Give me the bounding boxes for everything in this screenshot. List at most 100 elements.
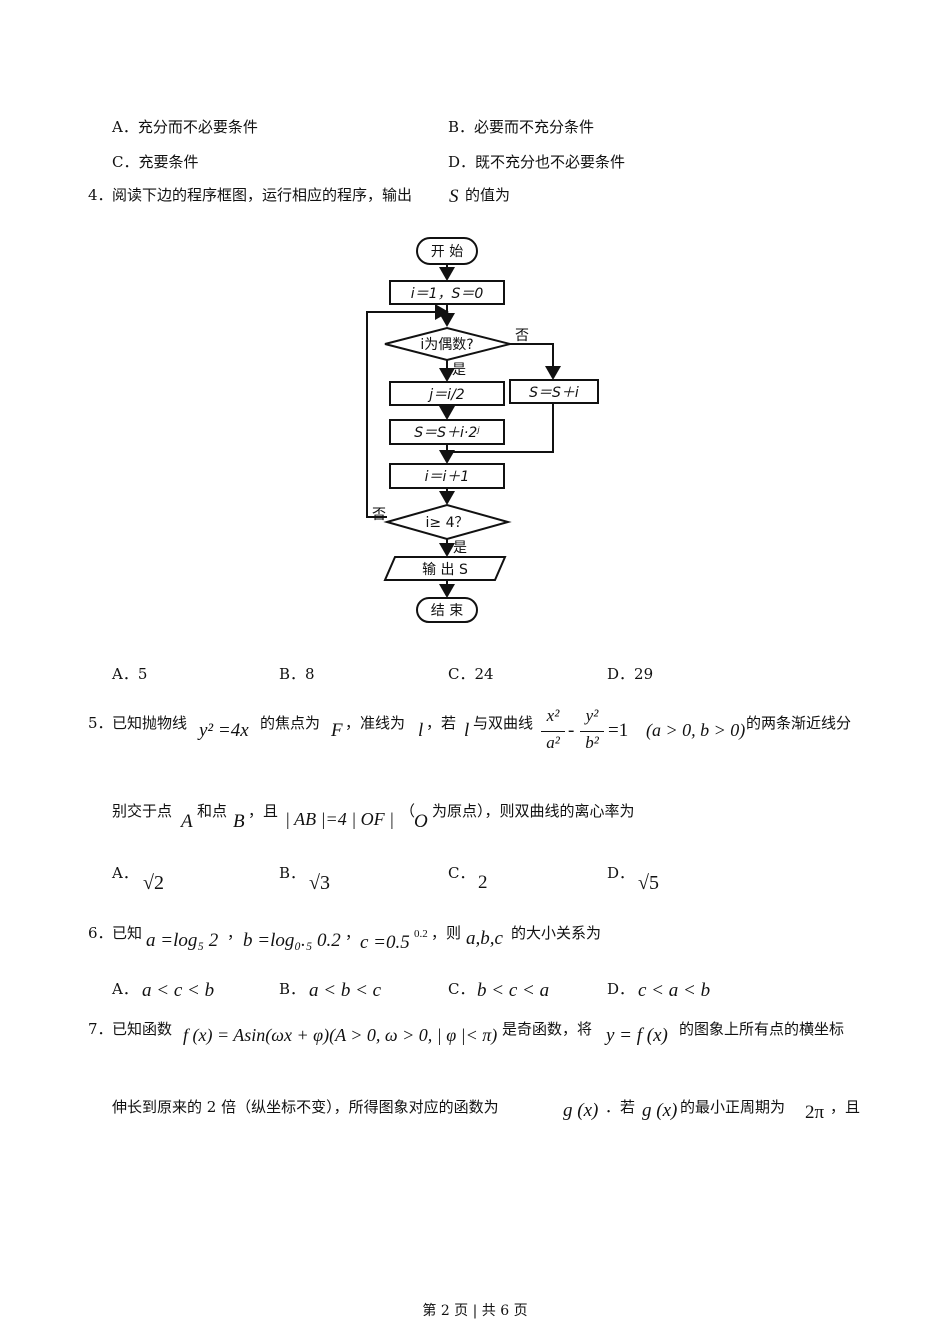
q5-line2-m3: | AB |=4 | OF |: [285, 809, 395, 829]
q5-m1: y² =4x: [199, 720, 249, 741]
q5-frac1-line: [541, 731, 565, 732]
q6-m3: c =0.5: [360, 932, 410, 953]
q6-option-a-value: a < c < b: [142, 980, 215, 1001]
q5-option-a-label: A．: [112, 864, 138, 882]
q7-line2-t3: 的最小正周期为: [680, 1098, 786, 1116]
q4-option-a: A．5: [112, 665, 148, 683]
q3-option-c: C．充要条件: [112, 153, 199, 171]
q6-option-b-value: a < b < c: [309, 980, 382, 1001]
q3-option-a: A．充分而不必要条件: [112, 118, 258, 136]
q6-m3-sup: 0.2: [414, 928, 428, 940]
q5-line2-m1: A: [181, 811, 193, 832]
flow-end-label: 结 束: [431, 603, 463, 619]
flow-s-odd-label: S＝S＋i: [529, 385, 579, 401]
q4-flowchart: 开 始 i＝1，S＝0 i为偶数? 否 是 j＝i/2 S＝S＋i S＝S＋i·…: [366, 237, 599, 623]
q7-number: 7．: [88, 1020, 113, 1038]
q7-line2-m1: g (x): [563, 1100, 599, 1121]
q7-m2: y = f (x): [606, 1025, 668, 1046]
q6-option-c-value: b < c < a: [477, 980, 550, 1001]
q5-option-b-label: B．: [279, 864, 306, 882]
q5-t1: 已知抛物线: [112, 714, 188, 732]
q7-line2-t1: 伸长到原来的 2 倍（纵坐标不变），所得图象对应的函数为: [112, 1098, 499, 1116]
page-footer: 第 2 页 | 共 6 页: [422, 1303, 528, 1319]
q4-option-d: D．29: [607, 665, 654, 683]
q7-line2-m2: g (x): [642, 1100, 678, 1121]
q6-number: 6．: [88, 924, 113, 942]
flow-yes2-label: 是: [453, 540, 467, 556]
q6-sep1: ，: [227, 924, 243, 942]
q3-option-b: B．必要而不充分条件: [448, 118, 595, 136]
q6-m1: a =log₅ 2: [146, 930, 219, 951]
flow-no1-label: 否: [515, 328, 529, 344]
flow-cond2-label: i≥ 4？: [426, 515, 469, 531]
q4-number: 4．: [88, 186, 113, 204]
q5-frac2-line: [580, 731, 604, 732]
q5-number: 5．: [88, 714, 113, 732]
q5-line2-t4: （: [400, 802, 416, 820]
q5-option-c-value: 2: [478, 872, 488, 893]
q5-option-d-label: D．: [607, 864, 635, 882]
q5-t5: 与双曲线: [473, 714, 534, 732]
q7-t3: 的图象上所有点的横坐标: [679, 1020, 845, 1038]
q5-t2: 的焦点为: [260, 714, 321, 732]
q6-t1: 已知: [112, 924, 143, 942]
q7-t1: 已知函数: [112, 1020, 173, 1038]
flow-inc-label: i＝i＋1: [425, 469, 470, 485]
q5-option-a-value: √2: [143, 872, 164, 894]
flow-cond2-node: [383, 503, 512, 541]
q6-option-b-label: B．: [279, 980, 306, 998]
q7-line2-t4: ，且: [830, 1098, 861, 1116]
q4-var-s: S: [449, 186, 459, 207]
q6-option-c-label: C．: [448, 980, 475, 998]
q5-cond: (a > 0, b > 0): [646, 720, 746, 740]
q5-line2-m4: O: [414, 811, 428, 832]
flow-end-node: [416, 597, 478, 623]
flow-init-label: i＝1，S＝0: [411, 286, 484, 302]
q5-t6: 的两条渐近线分: [746, 714, 852, 732]
flow-cond1-label: i为偶数?: [420, 337, 473, 353]
q6-m2: b =log₀.₅ 0.2: [243, 930, 341, 951]
flow-output-label: 输 出 S: [422, 562, 468, 578]
q5-t4: ，若: [426, 714, 457, 732]
q4-text-before: 阅读下边的程序框图，运行相应的程序，输出: [112, 186, 413, 204]
q6-m4: a,b,c: [466, 928, 503, 949]
q6-option-d-label: D．: [607, 980, 635, 998]
flow-output-node: [383, 556, 507, 581]
q6-option-a-label: A．: [112, 980, 138, 998]
q5-minus: -: [568, 720, 575, 741]
q5-m2: F: [331, 720, 343, 741]
q5-m4: l: [464, 720, 470, 741]
q5-frac2-den: b²: [585, 733, 599, 752]
q7-line2-m3: 2π: [805, 1102, 825, 1123]
q5-option-c-label: C．: [448, 864, 475, 882]
q7-m1: f (x) = Asin(ωx + φ)(A > 0, ω > 0, | φ |…: [183, 1025, 498, 1045]
flow-j-label: j＝i/2: [427, 387, 464, 403]
q6-option-d-value: c < a < b: [638, 980, 711, 1001]
q5-line2-m2: B: [233, 811, 245, 832]
q5-option-d-value: √5: [638, 872, 659, 894]
q5-m3: l: [418, 720, 424, 741]
q5-option-b-value: √3: [309, 872, 330, 894]
q5-line2-t1: 别交于点: [112, 802, 173, 820]
q5-eq: =1: [608, 720, 629, 741]
q5-frac1-den: a²: [546, 733, 560, 752]
flow-s-even-label: S＝S＋i·2ʲ: [414, 425, 480, 441]
q5-line2-t5: 为原点），则双曲线的离心率为: [432, 802, 635, 820]
q6-sep2: ，: [345, 924, 361, 942]
q6-t2: ，则: [431, 924, 462, 942]
q6-t3: 的大小关系为: [511, 924, 602, 942]
q5-frac1-num: x²: [546, 706, 560, 725]
flow-yes1-label: 是: [452, 362, 466, 378]
q3-option-d: D．既不充分也不必要条件: [448, 153, 626, 171]
q4-option-b: B．8: [279, 665, 315, 683]
q5-t3: ，准线为: [345, 714, 406, 732]
q4-text-after: 的值为: [465, 186, 511, 204]
flow-start-label: 开 始: [431, 244, 463, 260]
q7-t2: 是奇函数，将: [502, 1020, 593, 1038]
q5-line2-t2: 和点: [197, 802, 228, 820]
q5-frac2-num: y²: [585, 706, 599, 725]
q5-line2-t3: ，且: [248, 802, 279, 820]
q7-line2-t2: ．若: [605, 1098, 636, 1116]
q4-option-c: C．24: [448, 665, 494, 683]
flow-no2-label: 否: [372, 507, 386, 523]
